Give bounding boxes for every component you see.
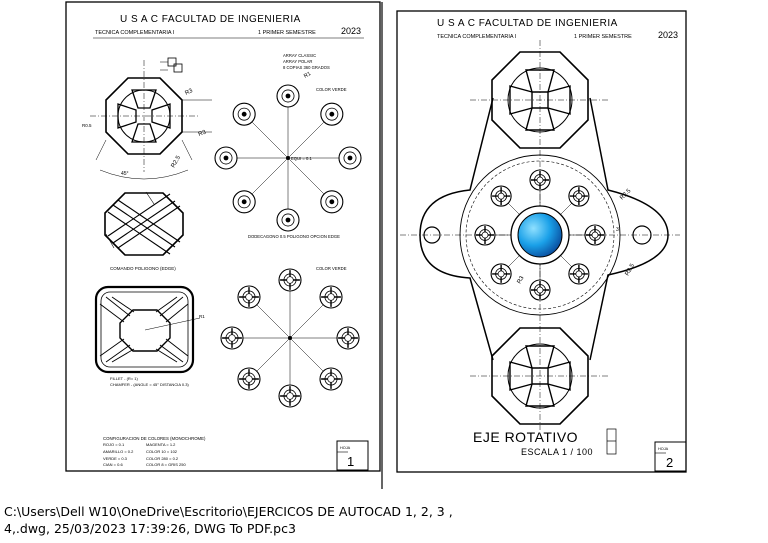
polar-array-top [214,84,362,232]
polar-array-bottom [220,268,360,408]
sheet-2-header-title: U S A C FACULTAD DE INGENIERIA [437,18,618,29]
array-element-core [286,276,294,284]
array-element-core [575,270,583,278]
array-element-core [536,176,544,184]
array-element-core [327,293,335,301]
array-element-core [497,270,505,278]
sheet-2-hoja-num: 2 [666,455,673,470]
array-element-dot [241,199,247,205]
dim-r0-5: R0.5 [82,123,92,128]
fillet-line-1: FILLET - (R= 1) [110,376,138,381]
config-title: CONFIGURACION DE COLORES (MONOCHROME) [103,436,206,441]
sheet-1-header-semester: 1 PRIMER SEMESTRE [258,30,316,36]
polar-array-center [474,169,606,301]
array-element-inner [281,89,295,103]
color-verde-2: COLOR VERDE [316,266,347,271]
fillet-r1: R1 [199,314,205,319]
sheet-1-border [65,1,381,472]
array-element-core [591,231,599,239]
array-element-inner [325,107,339,121]
array-element-core [286,392,294,400]
dim-r3: R3 [517,275,526,285]
rosette-part: R3 R3 R2.5 R0.5 45° [82,57,212,180]
sheet-2-header-sub: TECNICA COMPLEMENTARIA I [437,34,517,40]
main-title: EJE ROTATIVO [473,429,578,445]
drawing-sheets: U S A C FACULTAD DE INGENIERIA TECNICA C… [65,1,687,489]
sheet-2-year: 2023 [658,30,678,40]
sheet-1: U S A C FACULTAD DE INGENIERIA TECNICA C… [65,1,381,472]
array-center [286,156,290,160]
array-element-inner [237,107,251,121]
config-col2-0: MAGENTA = 1.2 [146,442,176,447]
color-verde-1: COLOR VERDE [316,87,347,92]
dodeca-label: DODECAGONO 0.5 POLIGONO OPCION EDGE [248,234,340,239]
config-col2-3: COLOR 8 = GRIS 250 [146,462,186,467]
array-element-inner [219,151,233,165]
array-center [288,336,292,340]
dim-r2-5-a: R2.5 [619,188,633,202]
sheet-2: U S A C FACULTAD DE INGENIERIA TECNICA C… [396,10,687,473]
array-element-inner [325,195,339,209]
array-element-core [344,334,352,342]
array-element-inner [237,195,251,209]
array-element-dot [223,155,229,161]
dim-45: 45° [121,171,129,177]
dim-r1: R1 [303,71,312,80]
top-rosette [470,51,610,149]
array-element-core [327,375,335,383]
dim-r2-5-b: R2.5 [625,262,637,277]
array-element-inner [343,151,357,165]
array-element-core [245,293,253,301]
config-col2-1: COLOR 10 = 102 [146,449,178,454]
array-element-core [497,192,505,200]
sheet-2-border [396,10,687,473]
file-path-line-1: C:\Users\Dell W10\OneDrive\Escritorio\EJ… [4,504,453,519]
file-path-line-2: 4,.dwg, 25/03/2023 17:39:26, DWG To PDF.… [4,521,296,536]
config-col1-2: VERDE = 0.3 [103,456,128,461]
array-note-3: 8 COPIAS 360 GRADOS [283,65,330,70]
array-element-dot [347,155,353,161]
sheet-2-hoja-box [654,441,687,472]
array-element-core [481,231,489,239]
dim-r3-side: R3 [198,129,208,137]
bottom-rosette [470,327,610,425]
file-path-caption: C:\Users\Dell W10\OneDrive\Escritorio\EJ… [4,503,453,537]
sheet-1-hoja-num: 1 [347,454,354,469]
config-col1-1: AMARILLO = 0.2 [103,449,134,454]
array-element-core [228,334,236,342]
array-note-1: ARRAY CLASSIC [283,53,316,58]
octagon-x-part: COMANDO POLIGONO (EDGE) [104,191,184,271]
scale-label: ESCALA 1 / 100 [521,447,593,457]
config-col1-0: ROJO = 0.1 [103,442,125,447]
fillet-line-2: CHAMFER - (ANGLE = 45° DISTANCIA 0.3) [110,382,189,387]
rotating-shaft-outline [400,40,680,430]
sheet-2-hoja-label: HOJA [658,447,669,451]
sheet-1-header-title: U S A C FACULTAD DE INGENIERIA [120,14,301,25]
sheet-1-year: 2023 [341,26,361,36]
config-col2-2: COLOR 280 = 0.2 [146,456,179,461]
array-element-inner [281,213,295,227]
sheet-2-header-semester: 1 PRIMER SEMESTRE [574,34,632,40]
array-element-core [575,192,583,200]
array-element-dot [241,111,247,117]
array-element-dot [329,111,335,117]
array-element-dot [285,93,291,99]
array-element-dot [285,217,291,223]
dim-eq: EQUI = 0.1 [291,156,313,161]
fillet-chamfer-part: R1 FILLET - (R= 1) CHAMFER - (ANGLE = 45… [94,285,205,387]
sheet-1-hoja-box [336,440,369,471]
sheet-1-header-sub: TECNICA COMPLEMENTARIA I [95,30,175,36]
array-element-dot [329,199,335,205]
sheet-1-hoja-label: HOJA [340,446,351,450]
blue-shaft [517,212,563,258]
array-element-core [245,375,253,383]
array-element-core [536,286,544,294]
array-note-2: ARRAY POLAR [283,59,312,64]
polygon-label: COMANDO POLIGONO (EDGE) [110,266,176,271]
dim-r2-5: R2.5 [171,154,183,169]
config-col1-3: CIAN = 0.6 [103,462,123,467]
dim-small: 3 [616,227,619,233]
dim-r3-top: R3 [184,88,194,97]
